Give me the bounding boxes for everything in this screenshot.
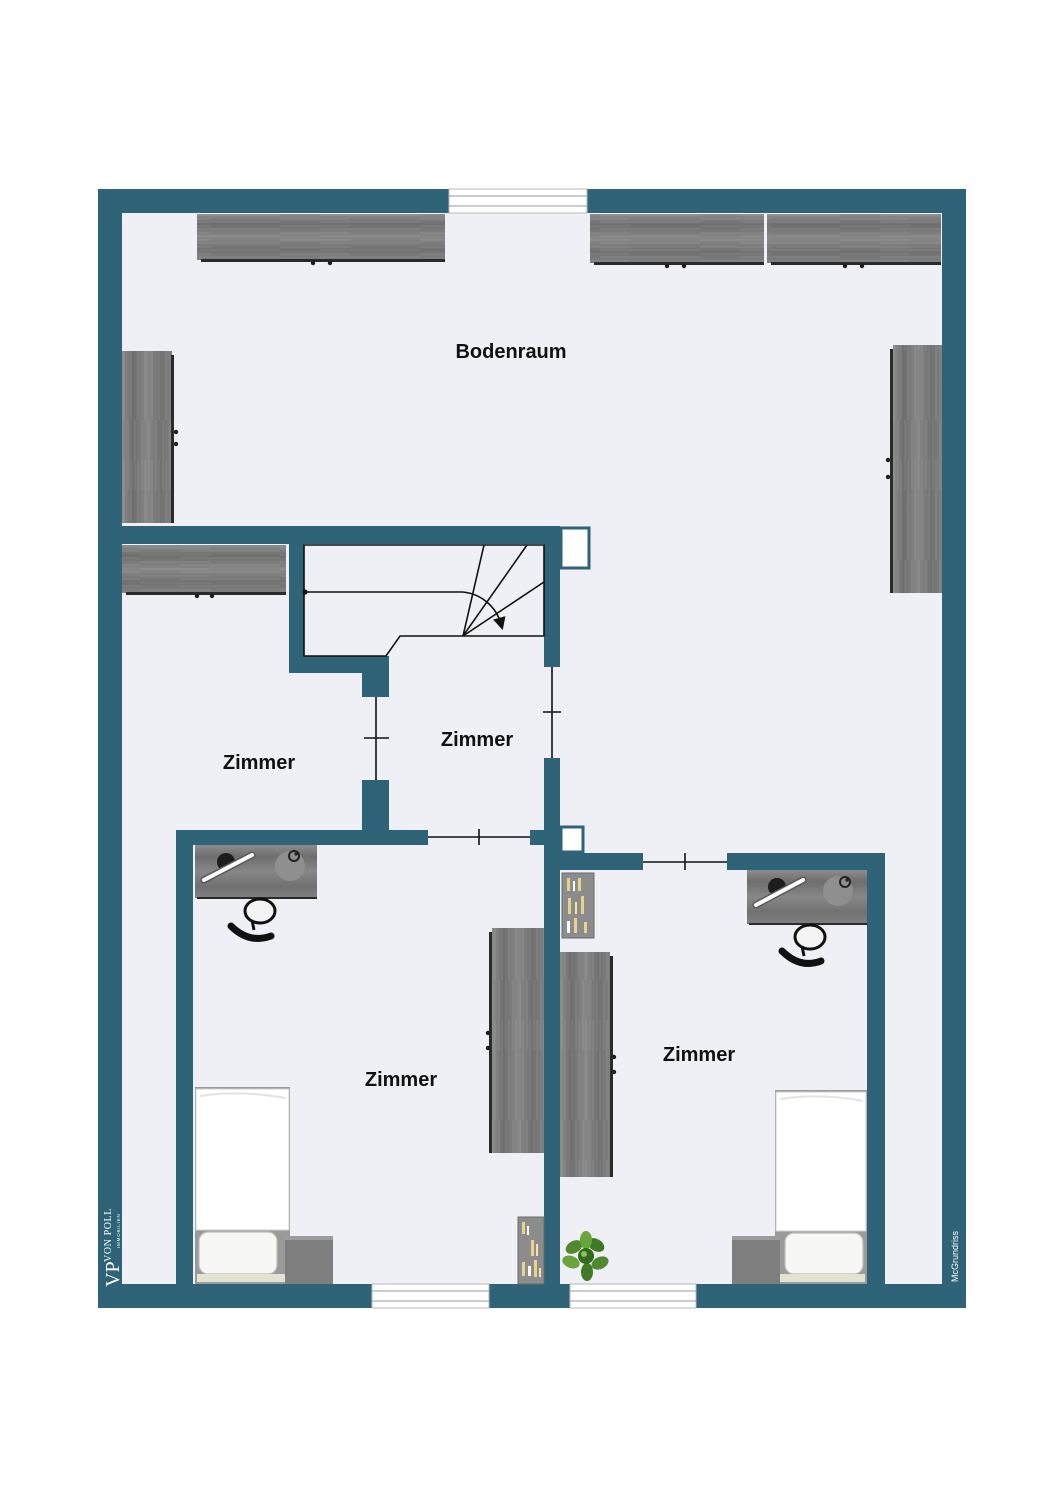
- room-label-bodenraum: Bodenraum: [455, 341, 566, 363]
- wardrobe-right-room: [560, 952, 617, 1177]
- desk-right-room: [747, 870, 867, 925]
- nightstand-left-room: [285, 1236, 333, 1284]
- cabinet-zimmer-left: [122, 545, 286, 599]
- cabinet-knob: [885, 457, 891, 463]
- cabinet-top-right-1: [590, 214, 764, 269]
- cabinet-knob: [209, 593, 215, 599]
- cabinet-top-left: [197, 214, 445, 266]
- cabinet-knob: [310, 260, 316, 266]
- desk-item: [823, 876, 853, 906]
- credit-mcgrundriss: McGrundriss: [950, 1230, 960, 1282]
- staircase: [302, 544, 545, 657]
- stair-direction-arrow: [462, 591, 506, 631]
- cabinet-left-vertical: [122, 351, 179, 523]
- cabinet-knob: [485, 1030, 491, 1036]
- duvet: [195, 1088, 290, 1231]
- wall-right-room-top-right: [727, 853, 885, 870]
- cabinet-knob: [485, 1045, 491, 1051]
- logo-tagline: IMMOBILIEN: [116, 1213, 121, 1248]
- cabinet-top-right-2: [767, 214, 941, 269]
- room-label-zimmer-bottom-left: Zimmer: [365, 1069, 437, 1091]
- duvet: [775, 1091, 867, 1232]
- window-top: [448, 188, 588, 214]
- cabinet-knob: [611, 1069, 617, 1075]
- door-center-right: [543, 667, 561, 758]
- wall-right-room-top-left: [560, 853, 643, 870]
- cabinet-knob: [611, 1054, 617, 1060]
- interior-walls: [122, 526, 885, 1284]
- cabinet-knob: [173, 441, 179, 447]
- shaft-lower: [559, 825, 585, 854]
- pillow: [784, 1232, 864, 1275]
- desk-left-room: [195, 845, 317, 899]
- door-center-left: [364, 697, 389, 780]
- window-bottom-left: [371, 1283, 490, 1309]
- nightstand-right-room: [732, 1236, 780, 1284]
- shaft-upper: [559, 526, 591, 570]
- bookshelf-left-room: [517, 1216, 545, 1285]
- bed-right-room: [775, 1090, 867, 1284]
- wall-left-room-side: [176, 830, 193, 1284]
- stair-outline: [303, 544, 545, 657]
- wall-stair-left: [289, 544, 304, 673]
- window-bottom-right: [569, 1283, 697, 1309]
- wall-right-room-side: [867, 853, 885, 1284]
- cabinet-knob: [327, 260, 333, 266]
- cabinet-knob: [664, 263, 670, 269]
- office-chair-right: [778, 923, 827, 967]
- stair-winder: [462, 544, 528, 637]
- logo-name: VON POLL: [103, 1208, 114, 1262]
- wardrobe-left-room: [485, 928, 544, 1153]
- logo-monogram: VP: [102, 1261, 124, 1287]
- stair-start-dot: [302, 589, 308, 595]
- door-left-room: [428, 829, 530, 845]
- cabinet-knob: [194, 593, 200, 599]
- wall-left-room-top: [176, 830, 428, 845]
- pillow: [198, 1231, 278, 1275]
- potted-plant: [562, 1231, 609, 1281]
- office-chair-left: [227, 897, 277, 942]
- bookshelf-right-room: [561, 872, 595, 939]
- von-poll-logo: VP VON POLL IMMOBILIEN: [102, 1208, 124, 1287]
- stair-winder: [462, 544, 485, 637]
- wall-center-right-upper: [544, 544, 560, 667]
- room-label-zimmer-center: Zimmer: [441, 729, 513, 751]
- stair-winder: [462, 581, 545, 637]
- cabinet-knob: [885, 474, 891, 480]
- wall-block-upper: [362, 656, 389, 697]
- room-label-zimmer-left: Zimmer: [223, 752, 295, 774]
- bed-left-room: [195, 1087, 290, 1284]
- cabinet-knob: [173, 429, 179, 435]
- wall-center-right-lower: [544, 758, 560, 1284]
- wall-left-room-top-stub: [530, 830, 560, 845]
- door-right-room: [643, 853, 727, 870]
- cabinet-knob: [859, 263, 865, 269]
- cabinet-right-vertical: [885, 345, 942, 593]
- cabinet-knob: [681, 263, 687, 269]
- cabinet-knob: [842, 263, 848, 269]
- wall-bodenraum-divider: [122, 526, 560, 544]
- room-label-zimmer-bottom-right: Zimmer: [663, 1044, 735, 1066]
